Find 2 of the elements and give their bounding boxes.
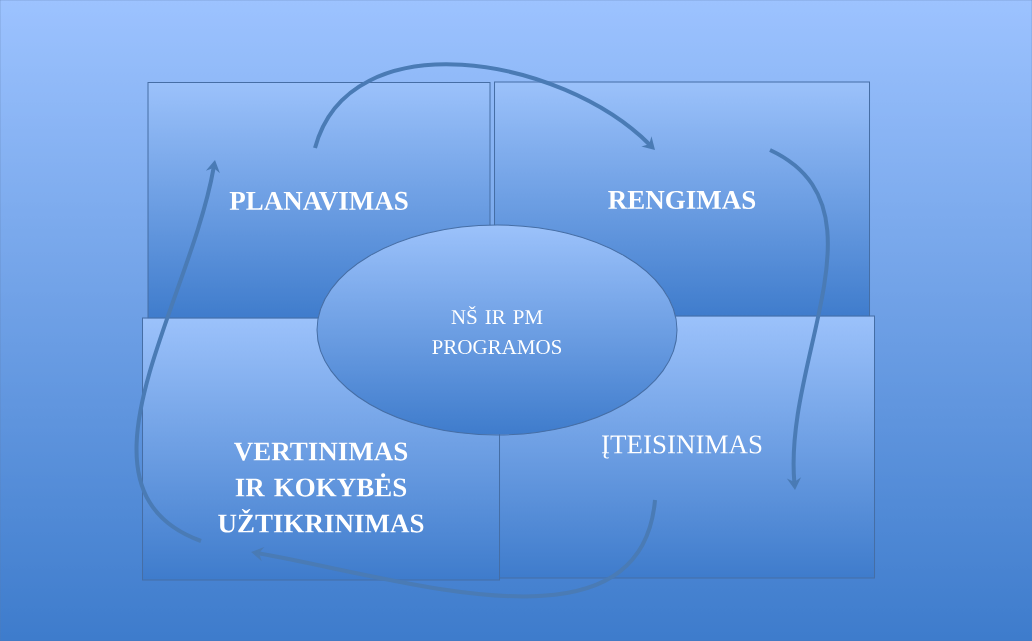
arrow [251, 499, 657, 599]
arrow [313, 62, 655, 150]
